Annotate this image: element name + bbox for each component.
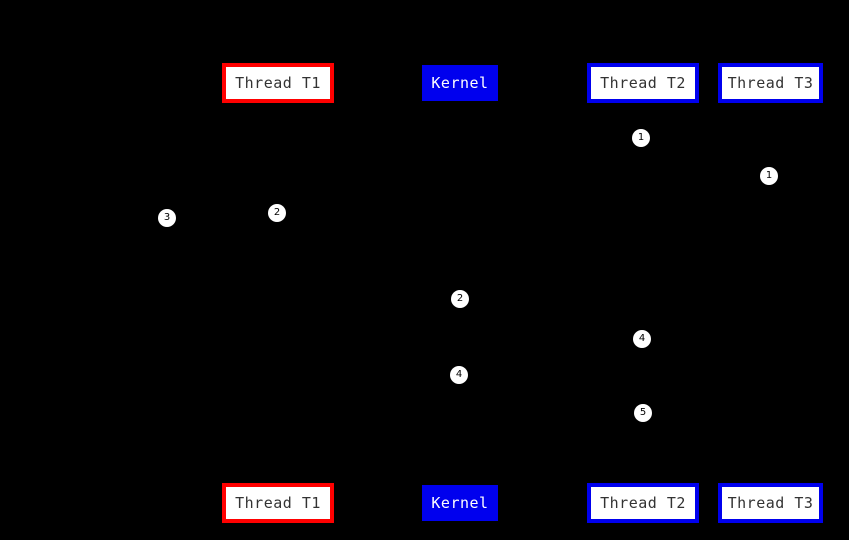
participant-label: Thread T3 <box>727 73 814 92</box>
participant-label: Kernel <box>431 493 489 512</box>
participant-bottom-kernel[interactable]: Kernel <box>422 485 498 521</box>
participant-top-thread-t2[interactable]: Thread T2 <box>587 63 699 103</box>
participant-top-thread-t3[interactable]: Thread T3 <box>718 63 823 103</box>
step-badge-number: 4 <box>455 369 463 380</box>
participant-top-kernel[interactable]: Kernel <box>422 65 498 101</box>
lifeline-thread-t2 <box>643 103 644 483</box>
step-badge-number: 1 <box>637 132 645 143</box>
step-badge-number: 5 <box>639 407 647 418</box>
step-badge-3-thread-t1: 3 <box>158 209 176 227</box>
step-badge-4-thread-t2: 4 <box>633 330 651 348</box>
participant-bottom-thread-t1[interactable]: Thread T1 <box>222 483 334 523</box>
step-badge-2-thread-t1: 2 <box>268 204 286 222</box>
message-arrow-3 <box>167 218 278 219</box>
participant-label: Thread T1 <box>235 73 321 92</box>
participant-bottom-thread-t2[interactable]: Thread T2 <box>587 483 699 523</box>
step-badge-5-thread-t2: 5 <box>634 404 652 422</box>
step-badge-number: 2 <box>456 293 464 304</box>
step-badge-1-thread-t2: 1 <box>632 129 650 147</box>
step-badge-2-kernel: 2 <box>451 290 469 308</box>
participant-label: Kernel <box>431 73 489 92</box>
step-badge-4-kernel: 4 <box>450 366 468 384</box>
lifeline-thread-t1 <box>278 103 279 483</box>
lifeline-thread-t3 <box>770 103 771 483</box>
participant-label: Thread T2 <box>600 73 686 92</box>
participant-top-thread-t1[interactable]: Thread T1 <box>222 63 334 103</box>
step-badge-number: 3 <box>163 212 171 223</box>
step-badge-number: 2 <box>273 207 281 218</box>
step-badge-number: 4 <box>638 333 646 344</box>
participant-label: Thread T1 <box>235 493 321 512</box>
participant-label: Thread T3 <box>727 493 814 512</box>
step-badge-number: 1 <box>765 170 773 181</box>
participant-label: Thread T2 <box>600 493 686 512</box>
participant-bottom-thread-t3[interactable]: Thread T3 <box>718 483 823 523</box>
step-badge-1-thread-t3: 1 <box>760 167 778 185</box>
